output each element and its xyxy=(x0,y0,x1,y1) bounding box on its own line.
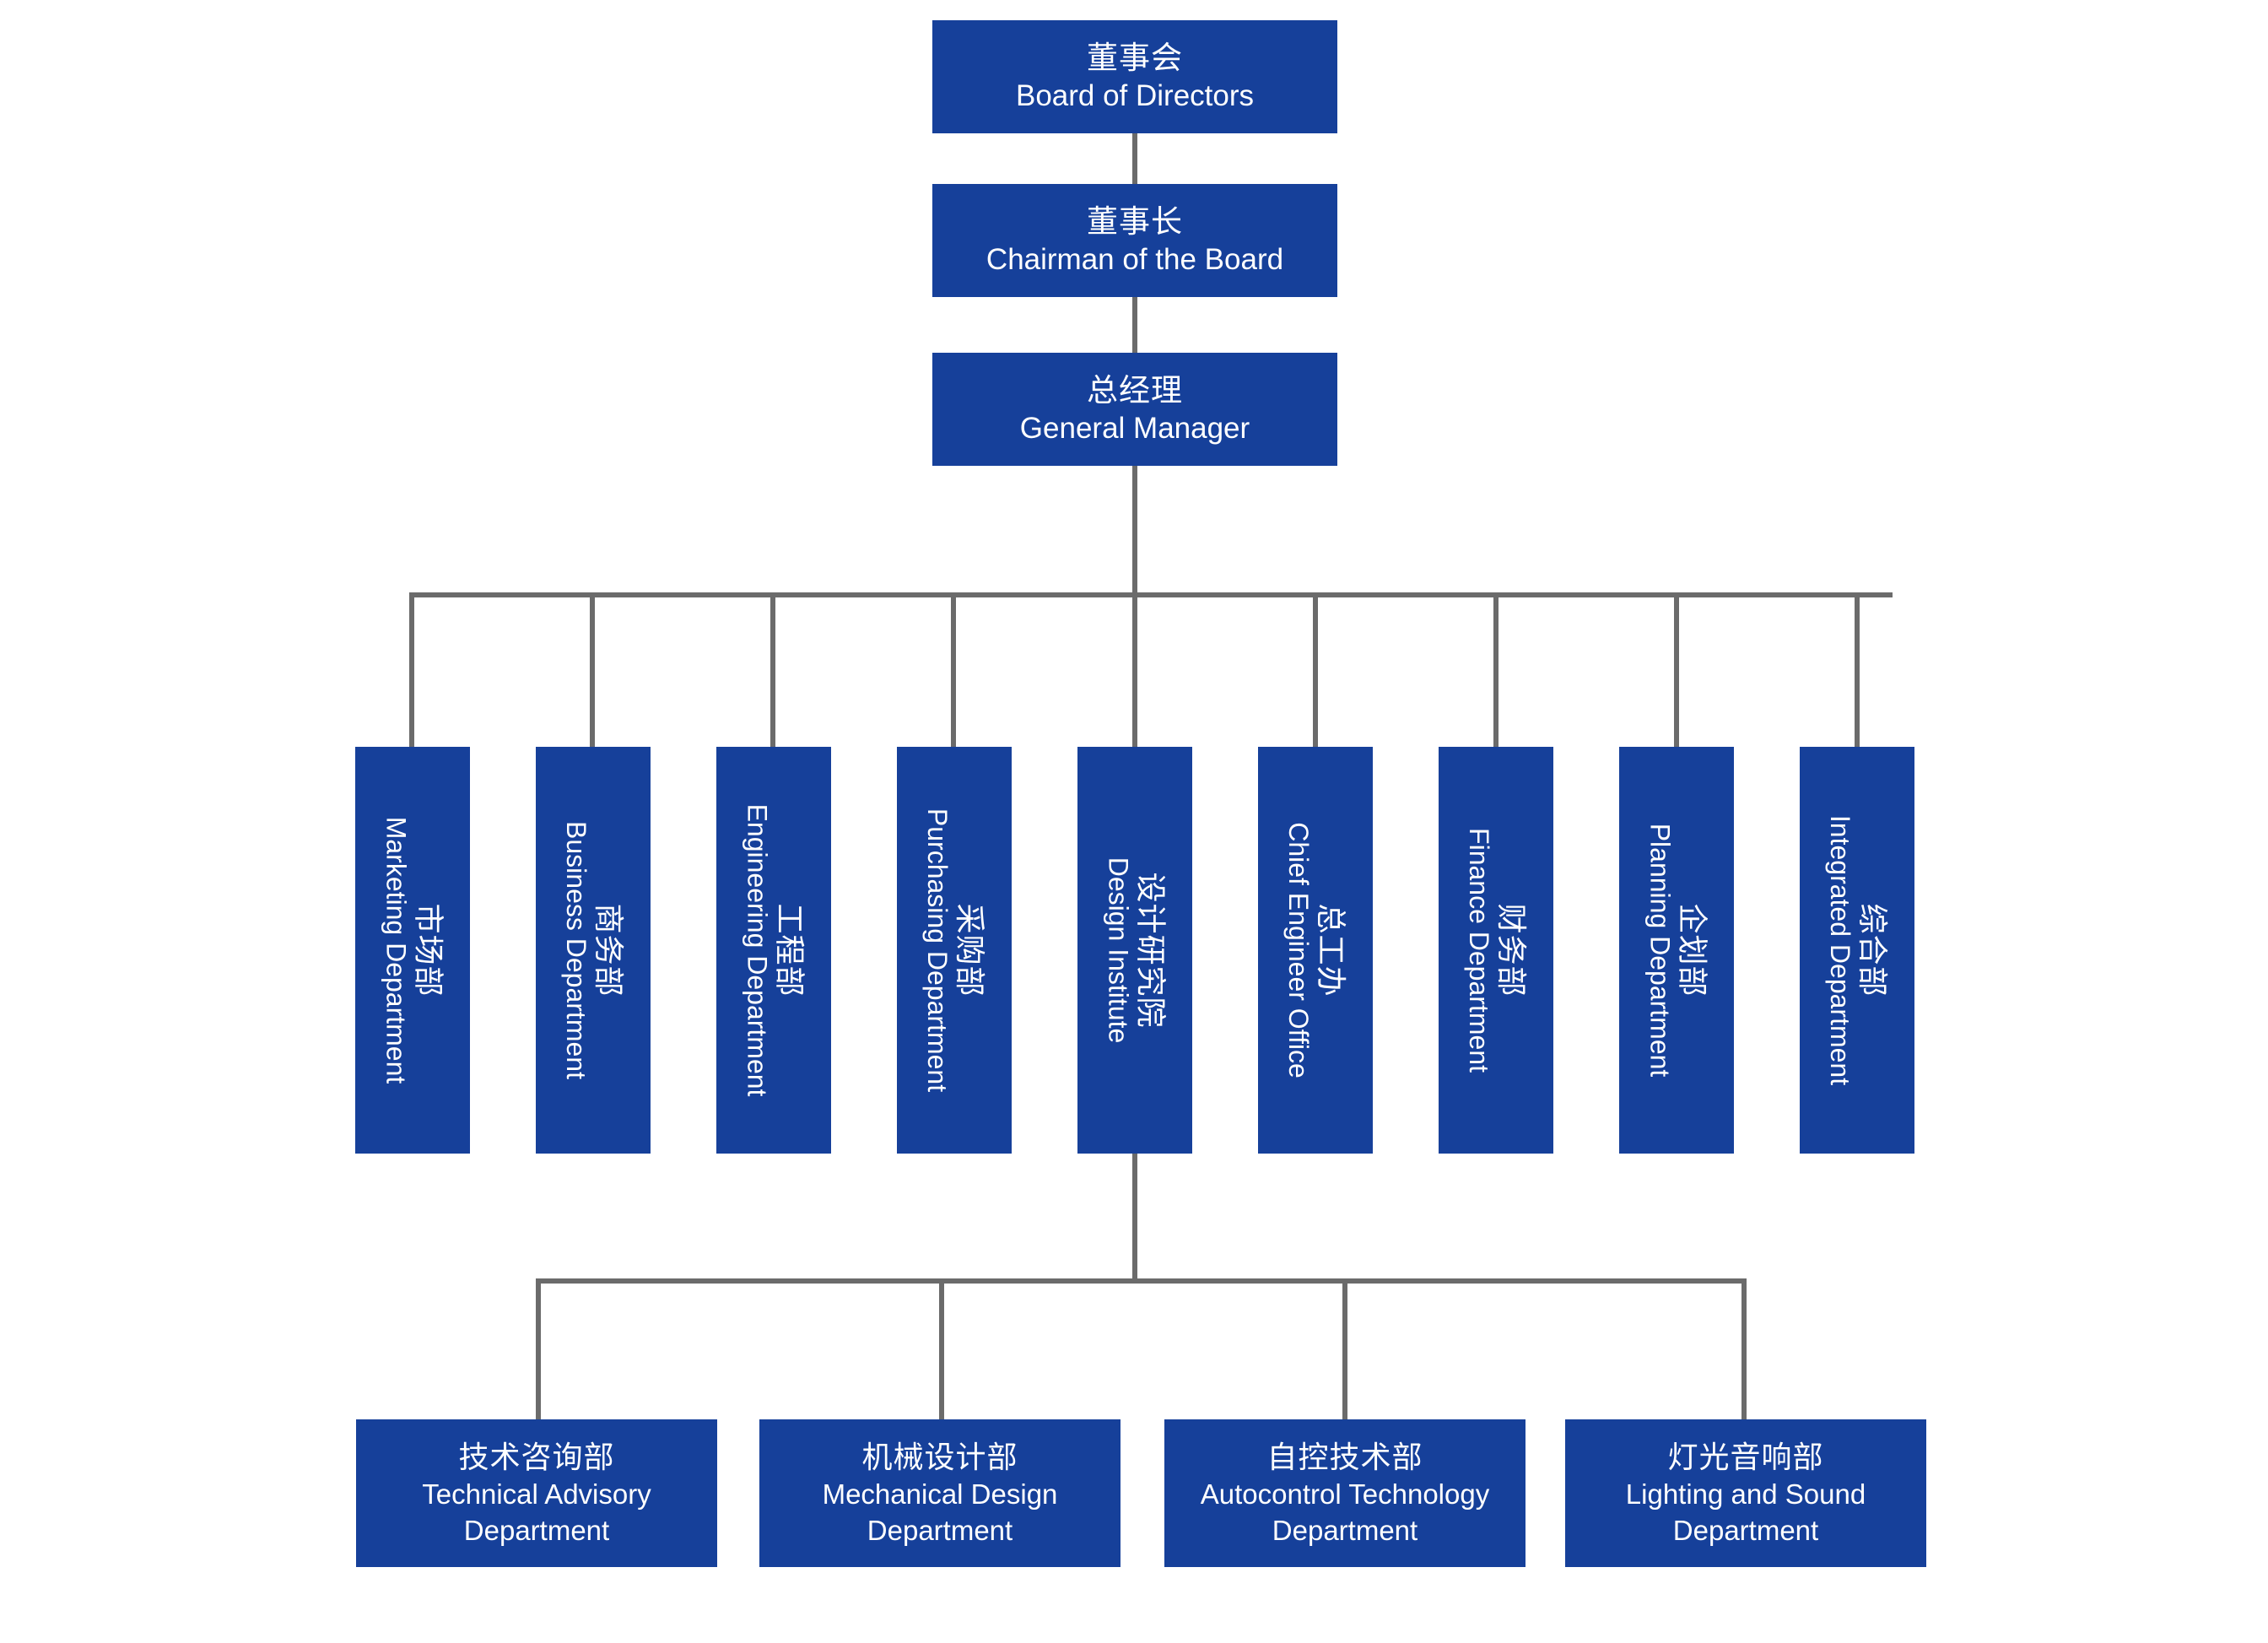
connector-drop-finance xyxy=(1493,592,1498,747)
node-mechanical-design-department[interactable]: 机械设计部 Mechanical Design Department xyxy=(759,1419,1120,1567)
connector-drop-marketing xyxy=(409,592,414,747)
node-board-of-directors[interactable]: 董事会 Board of Directors xyxy=(932,20,1337,133)
connector-drop-lighting-and-sound xyxy=(1742,1278,1747,1419)
connector-drop-purchasing xyxy=(951,592,956,747)
node-label-cn: 设计研究院 xyxy=(1133,872,1169,1029)
node-design-institute[interactable]: 设计研究院 Design Institute xyxy=(1077,747,1192,1154)
node-engineering-department[interactable]: 工程部 Engineering Department xyxy=(716,747,831,1154)
node-label-en: Engineering Department xyxy=(741,803,772,1097)
node-label-en: Mechanical Design Department xyxy=(822,1478,1058,1546)
node-label-cn: 董事会 xyxy=(1087,40,1183,75)
node-label-cn: 技术咨询部 xyxy=(458,1440,615,1475)
node-label-en: Lighting and Sound Department xyxy=(1625,1478,1866,1546)
node-chief-engineer-office[interactable]: 总工办 Chief Engineer Office xyxy=(1258,747,1373,1154)
node-label-en: Autocontrol Technology Department xyxy=(1200,1478,1490,1546)
node-label-cn: 采购部 xyxy=(953,903,988,997)
node-technical-advisory-department[interactable]: 技术咨询部 Technical Advisory Department xyxy=(356,1419,717,1567)
node-label-cn: 自控技术部 xyxy=(1266,1440,1423,1475)
node-marketing-department[interactable]: 市场部 Marketing Department xyxy=(355,747,470,1154)
node-label-en: Technical Advisory Department xyxy=(422,1478,651,1546)
node-label-cn: 市场部 xyxy=(411,903,446,997)
node-label-en: General Manager xyxy=(1019,412,1250,446)
connector-drop-business xyxy=(590,592,595,747)
connector-drop-chief-engineer xyxy=(1313,592,1318,747)
node-label-cn: 商务部 xyxy=(591,903,627,997)
node-label-cn: 工程部 xyxy=(772,903,807,997)
node-label-cn: 灯光音响部 xyxy=(1667,1440,1824,1475)
connector-gm-trunk xyxy=(1132,466,1137,597)
connector-drop-autocontrol-technology xyxy=(1342,1278,1347,1419)
node-label-en: Finance Department xyxy=(1463,828,1494,1073)
node-planning-department[interactable]: 企划部 Planning Department xyxy=(1619,747,1734,1154)
node-label-en: Purchasing Department xyxy=(921,808,953,1093)
connector-sub-department-bus xyxy=(536,1278,1747,1284)
node-label-en: Marketing Department xyxy=(380,816,411,1084)
node-label-cn: 机械设计部 xyxy=(861,1440,1018,1475)
connector-design-institute-trunk xyxy=(1132,1154,1137,1284)
node-autocontrol-technology-department[interactable]: 自控技术部 Autocontrol Technology Department xyxy=(1164,1419,1526,1567)
node-label-cn: 财务部 xyxy=(1494,903,1530,997)
node-integrated-department[interactable]: 综合部 Integrated Department xyxy=(1800,747,1914,1154)
node-label-en: Chairman of the Board xyxy=(986,243,1284,277)
node-label-cn: 综合部 xyxy=(1855,903,1891,997)
node-purchasing-department[interactable]: 采购部 Purchasing Department xyxy=(897,747,1012,1154)
connector-drop-technical-advisory xyxy=(536,1278,541,1419)
connector-department-bus xyxy=(409,592,1893,597)
connector-drop-planning xyxy=(1674,592,1679,747)
node-lighting-and-sound-department[interactable]: 灯光音响部 Lighting and Sound Department xyxy=(1565,1419,1926,1567)
node-label-en: Design Institute xyxy=(1102,857,1133,1044)
node-label-en: Board of Directors xyxy=(1015,79,1255,113)
node-label-en: Chief Engineer Office xyxy=(1282,822,1314,1078)
node-label-cn: 总工办 xyxy=(1314,903,1349,997)
connector-board-to-chairman xyxy=(1132,133,1137,184)
connector-drop-integrated xyxy=(1855,592,1860,747)
node-label-en: Planning Department xyxy=(1644,823,1675,1078)
node-label-en: Integrated Department xyxy=(1824,814,1855,1086)
connector-chairman-to-gm xyxy=(1132,297,1137,353)
connector-drop-engineering xyxy=(770,592,775,747)
node-label-cn: 企划部 xyxy=(1675,903,1710,997)
node-label-cn: 董事长 xyxy=(1087,203,1183,239)
node-chairman-of-the-board[interactable]: 董事长 Chairman of the Board xyxy=(932,184,1337,297)
connector-drop-mechanical-design xyxy=(939,1278,944,1419)
node-general-manager[interactable]: 总经理 General Manager xyxy=(932,353,1337,466)
node-label-en: Business Department xyxy=(560,821,591,1079)
node-label-cn: 总经理 xyxy=(1087,372,1183,408)
connector-drop-design-institute xyxy=(1132,592,1137,747)
node-business-department[interactable]: 商务部 Business Department xyxy=(536,747,651,1154)
node-finance-department[interactable]: 财务部 Finance Department xyxy=(1439,747,1553,1154)
